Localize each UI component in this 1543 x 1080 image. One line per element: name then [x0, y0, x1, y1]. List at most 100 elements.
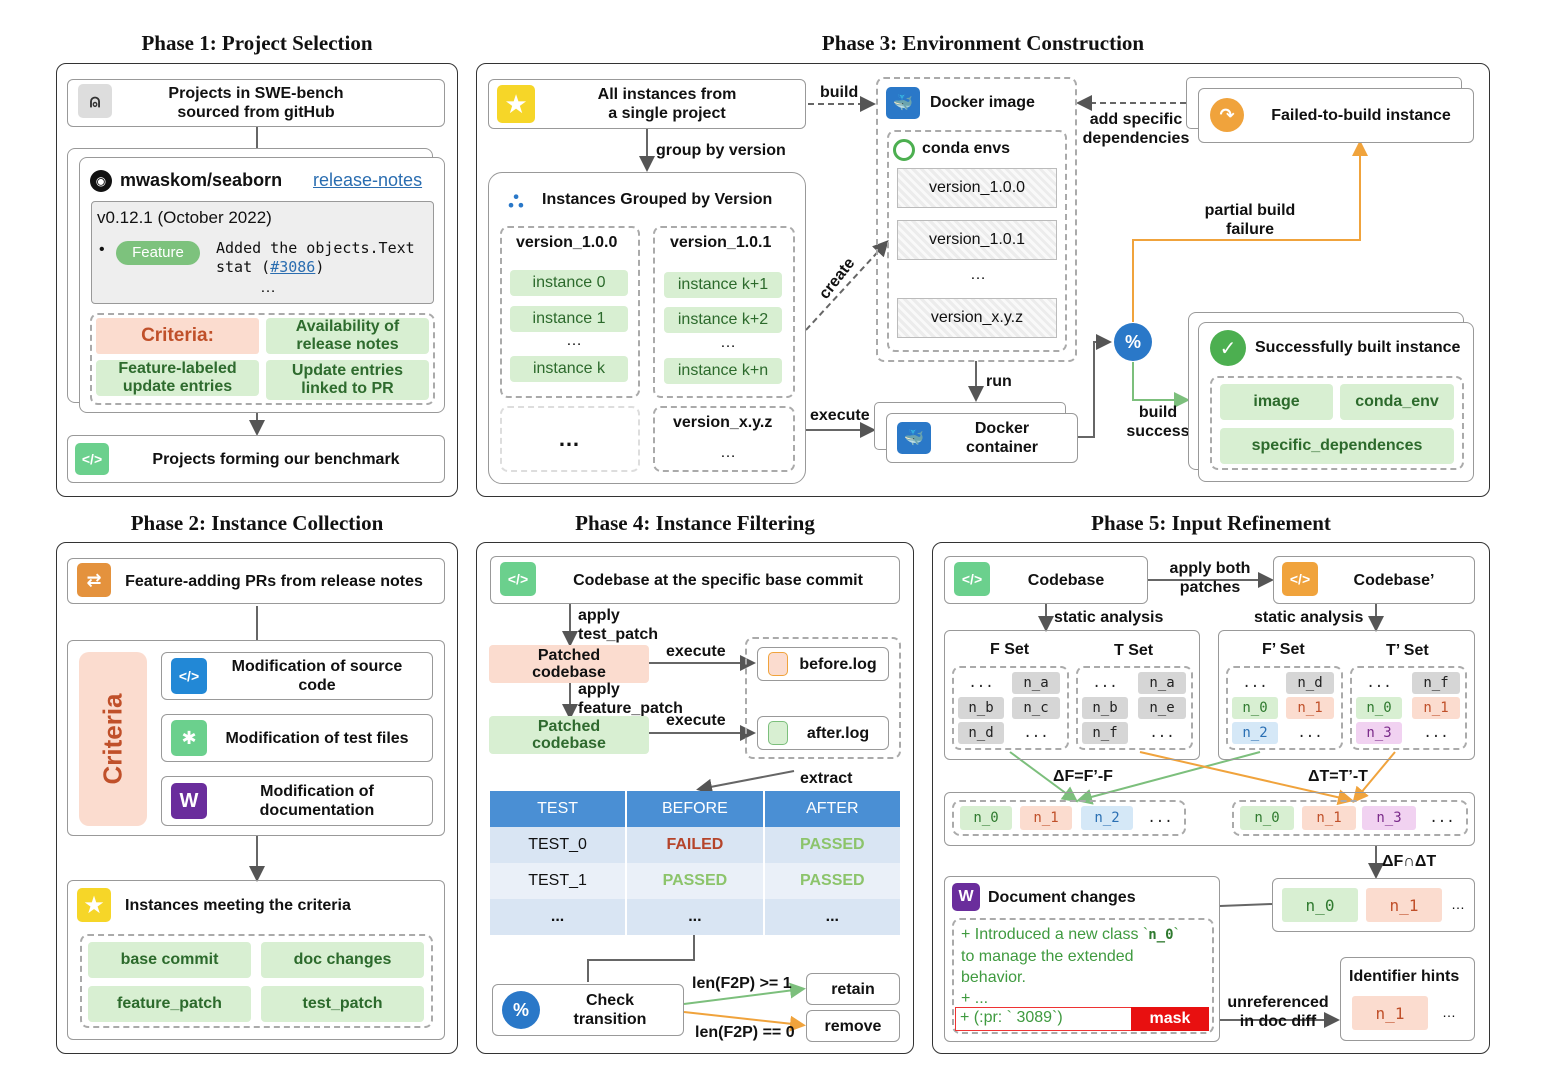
static-analysis-1: static analysis [1054, 609, 1164, 626]
bug-icon: ✱ [171, 720, 207, 756]
group-v101 [653, 226, 795, 398]
codebase-prime-icon: </> [1282, 562, 1318, 596]
chip-n_1: n_1 [1020, 806, 1072, 830]
delta-f-label: ΔF=F’-F [1053, 768, 1113, 785]
phase4-title: Phase 4: Instance Filtering [575, 511, 815, 535]
chip: ... [1023, 725, 1049, 741]
extract-label: extract [800, 770, 853, 787]
chip-n_3: n_3 [1356, 722, 1402, 744]
codebase-icon-p5: </> [954, 562, 990, 596]
grouped-container [488, 172, 806, 484]
chip-n_b: n_b [958, 697, 1004, 719]
conda-dots: … [970, 266, 986, 283]
swe-bench-line1: Projects in SWE-bench [168, 85, 344, 102]
group-empty-dots: … [558, 426, 580, 451]
conda-group [887, 130, 1067, 352]
instances-meeting-label: Instances meeting the criteria [125, 897, 351, 914]
doc-line2: to manage the extended [961, 948, 1134, 965]
note-line2a: stat ( [216, 258, 271, 276]
criteria-vertical-label [79, 652, 147, 826]
cell: ... [490, 899, 628, 935]
chip-n_a: n_a [1012, 672, 1060, 694]
t-prime-set-label: T’ Set [1386, 642, 1429, 659]
decision-icon-p4: % [502, 991, 540, 1029]
group-vxyz-dots: … [720, 444, 736, 461]
group-by-label: group by version [656, 142, 786, 159]
chip-n_2: n_2 [1232, 722, 1278, 744]
pr-reference-text: + (:pr: ` 3089`) [960, 1009, 1063, 1026]
bullet: • [99, 241, 105, 258]
execute-label-2: execute [666, 712, 726, 729]
check-icon: ✓ [1210, 330, 1246, 366]
cell: ... [626, 899, 765, 935]
repo-name: mwaskom/seaborn [120, 170, 283, 190]
conda-env-v100: version_1.0.0 [897, 168, 1057, 208]
conda-icon [893, 139, 915, 161]
execute-label-p3: execute [810, 407, 870, 424]
t-set-label: T Set [1114, 642, 1154, 659]
tag-base-commit: base commit [88, 942, 251, 978]
chip-n_0: n_0 [1282, 888, 1358, 922]
chip-n_a: n_a [1138, 672, 1186, 694]
identifier-hints-label: Identifier hints [1349, 968, 1460, 985]
cell: TEST_1 [490, 863, 628, 899]
group-v100 [500, 226, 640, 398]
doc-line1: + Introduced a new class ` [961, 926, 1149, 943]
release-notes-link[interactable]: release-notes [313, 170, 423, 190]
benchmark-projects-box: Projects forming our benchmark [67, 435, 445, 483]
remove-box: remove [806, 1010, 900, 1042]
chip: ... [1242, 675, 1268, 691]
instance-tags-group [80, 934, 433, 1028]
intersection-box [1272, 878, 1475, 932]
table-row: ... ... ... [490, 899, 900, 935]
run-label: run [986, 373, 1012, 390]
static-analysis-2: static analysis [1254, 609, 1364, 626]
chip-n_0: n_0 [960, 806, 1012, 830]
chip-n_1: n_1 [1286, 697, 1334, 719]
success-label: Successfully built instance [1255, 339, 1461, 356]
chip: ... [1149, 725, 1175, 741]
build-label: build [820, 84, 859, 101]
chip-n_f: n_f [1412, 672, 1460, 694]
docker-image-label: Docker image [930, 94, 1035, 111]
conda-env-v101: version_1.0.1 [897, 220, 1057, 260]
file-icon-orange [768, 652, 788, 676]
pr-link[interactable]: #3086 [270, 258, 316, 276]
star-icon-p3: ★ [497, 85, 535, 123]
chip-n_f: n_f [1082, 722, 1128, 744]
doc-line3: behavior. [961, 969, 1026, 986]
phase5-title: Phase 5: Input Refinement [1091, 511, 1331, 535]
cell-passed: PASSED [763, 827, 900, 863]
feature-prs-box: Feature-adding PRs from release notes [67, 558, 445, 604]
group-v101-title: version_1.0.1 [670, 234, 772, 251]
col-before: BEFORE [626, 791, 765, 827]
chip: ... [968, 675, 994, 691]
instance-1: instance 1 [510, 306, 628, 332]
success-tags-group [1210, 376, 1464, 470]
criteria-container [67, 640, 445, 836]
f-set-label: F Set [990, 641, 1030, 658]
col-after: AFTER [763, 791, 900, 827]
swe-bench-line2: sourced from gitHub [177, 104, 335, 121]
group-v100-dots: … [566, 332, 582, 349]
group-vxyz [653, 406, 795, 472]
phase2-title: Phase 2: Instance Collection [130, 511, 384, 535]
chip-n_0: n_0 [1232, 697, 1278, 719]
tag-doc-changes: doc changes [261, 942, 424, 978]
delta-f-items [952, 800, 1186, 836]
ft-set-box [944, 630, 1200, 760]
chip: ... [1092, 675, 1118, 691]
note-line1: Added the objects.Text [216, 239, 415, 257]
group-vxyz-title: version_x.y.z [673, 414, 773, 431]
version-heading: v0.12.1 (October 2022) [97, 208, 272, 227]
mask-label: mask [1131, 1007, 1209, 1031]
table-row: TEST_1 PASSED PASSED [490, 863, 900, 899]
phase1-title: Phase 1: Project Selection [141, 31, 373, 55]
t-set-items [1076, 666, 1193, 750]
ft-prime-set-box [1218, 630, 1475, 760]
instance-kn: instance k+n [664, 358, 782, 384]
